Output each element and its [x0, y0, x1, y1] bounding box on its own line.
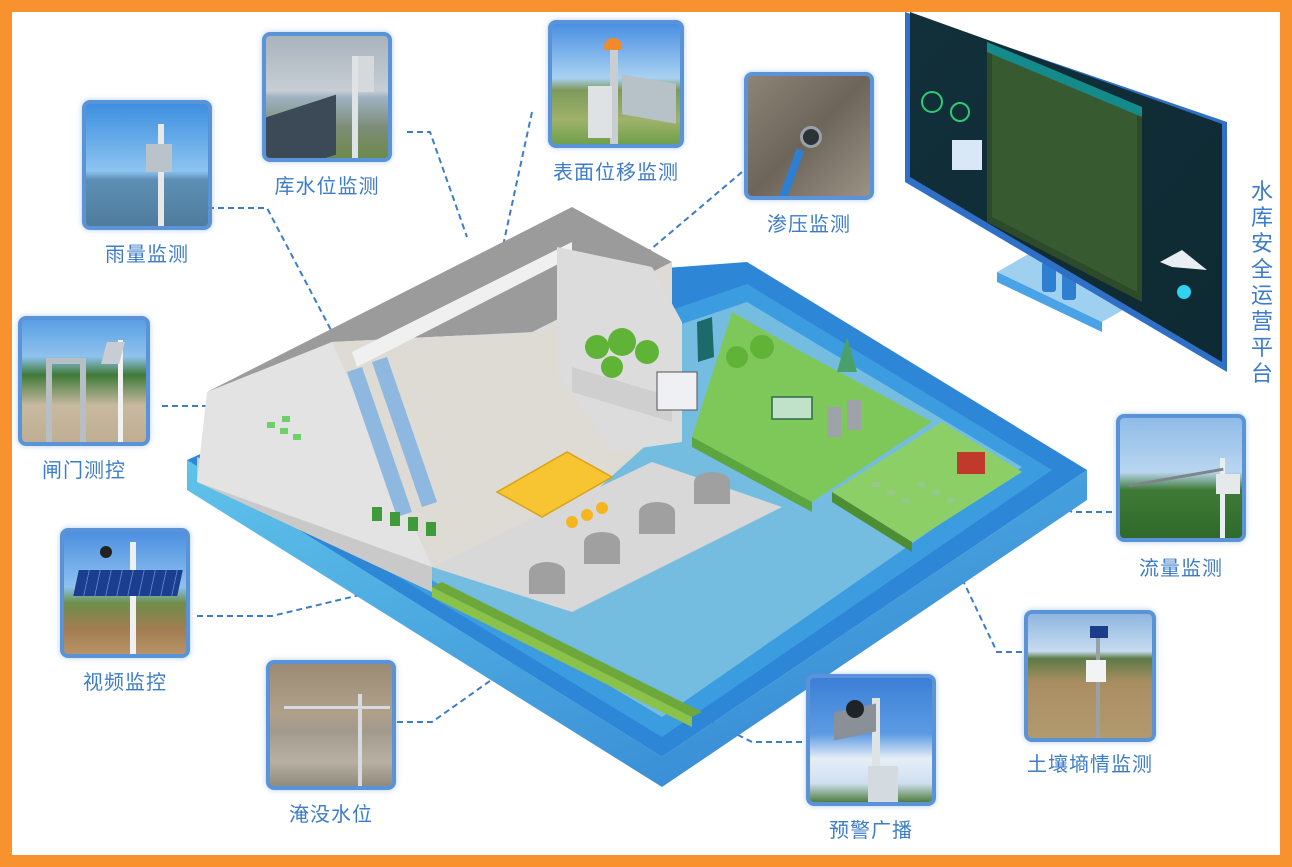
camera-icon	[100, 546, 112, 558]
pole-icon	[1096, 638, 1100, 738]
cable-icon	[775, 148, 805, 196]
pole-icon	[158, 124, 164, 226]
sensor-box-icon	[1086, 660, 1106, 682]
soil-moisture-photo	[1024, 610, 1156, 742]
platform-label: 水库安全运营平台	[1250, 180, 1273, 387]
gate-control-photo	[18, 316, 150, 446]
crossarm-icon	[284, 706, 390, 709]
speaker-icon	[846, 700, 864, 718]
label-submerged-level: 淹没水位	[289, 802, 373, 826]
warning-broadcast-photo	[806, 674, 936, 806]
label-video: 视频监控	[83, 670, 167, 694]
label-reservoir-level: 库水位监测	[274, 174, 380, 198]
video-photo	[60, 528, 190, 658]
seepage-pressure-photo	[744, 72, 874, 200]
label-warning-broadcast: 预警广播	[829, 818, 913, 842]
reservoir-scene-illustration	[162, 12, 1227, 787]
label-flow: 流量监测	[1139, 556, 1223, 580]
label-gate-control: 闸门测控	[42, 458, 126, 482]
solar-panel-icon	[73, 570, 183, 596]
solar-panel-icon	[622, 74, 676, 124]
solar-panel-icon	[1090, 626, 1108, 638]
label-soil-moisture: 土壤墒情监测	[1027, 752, 1153, 776]
sensor-box-icon	[1216, 474, 1240, 494]
pole-icon	[610, 50, 618, 144]
rainfall-photo	[82, 100, 212, 230]
flow-photo	[1116, 414, 1246, 542]
gnss-antenna-icon	[604, 38, 622, 50]
diagram-frame: 水库安全运营平台 雨量监测 库水位监测 表面位移监测	[12, 12, 1280, 855]
control-box-icon	[868, 766, 898, 802]
reservoir-level-photo	[262, 32, 392, 162]
label-surface-displacement: 表面位移监测	[553, 160, 679, 184]
gate-frame-icon	[46, 358, 86, 442]
pole-icon	[118, 340, 123, 442]
railing-icon	[266, 94, 336, 158]
label-seepage-pressure: 渗压监测	[767, 212, 851, 236]
pole-icon	[130, 542, 136, 654]
submerged-level-photo	[266, 660, 396, 790]
radar-arm-icon	[1128, 467, 1224, 488]
pole-icon	[1220, 458, 1225, 538]
pole-icon	[872, 698, 880, 802]
sensor-box-icon	[358, 56, 374, 92]
pole-icon	[358, 694, 362, 786]
well-pipe-icon	[800, 126, 822, 148]
label-rainfall: 雨量监测	[105, 242, 189, 266]
surface-displacement-photo	[548, 20, 684, 148]
sensor-box-icon	[588, 86, 612, 138]
sensor-box-icon	[146, 144, 172, 172]
pole-icon	[352, 56, 358, 158]
